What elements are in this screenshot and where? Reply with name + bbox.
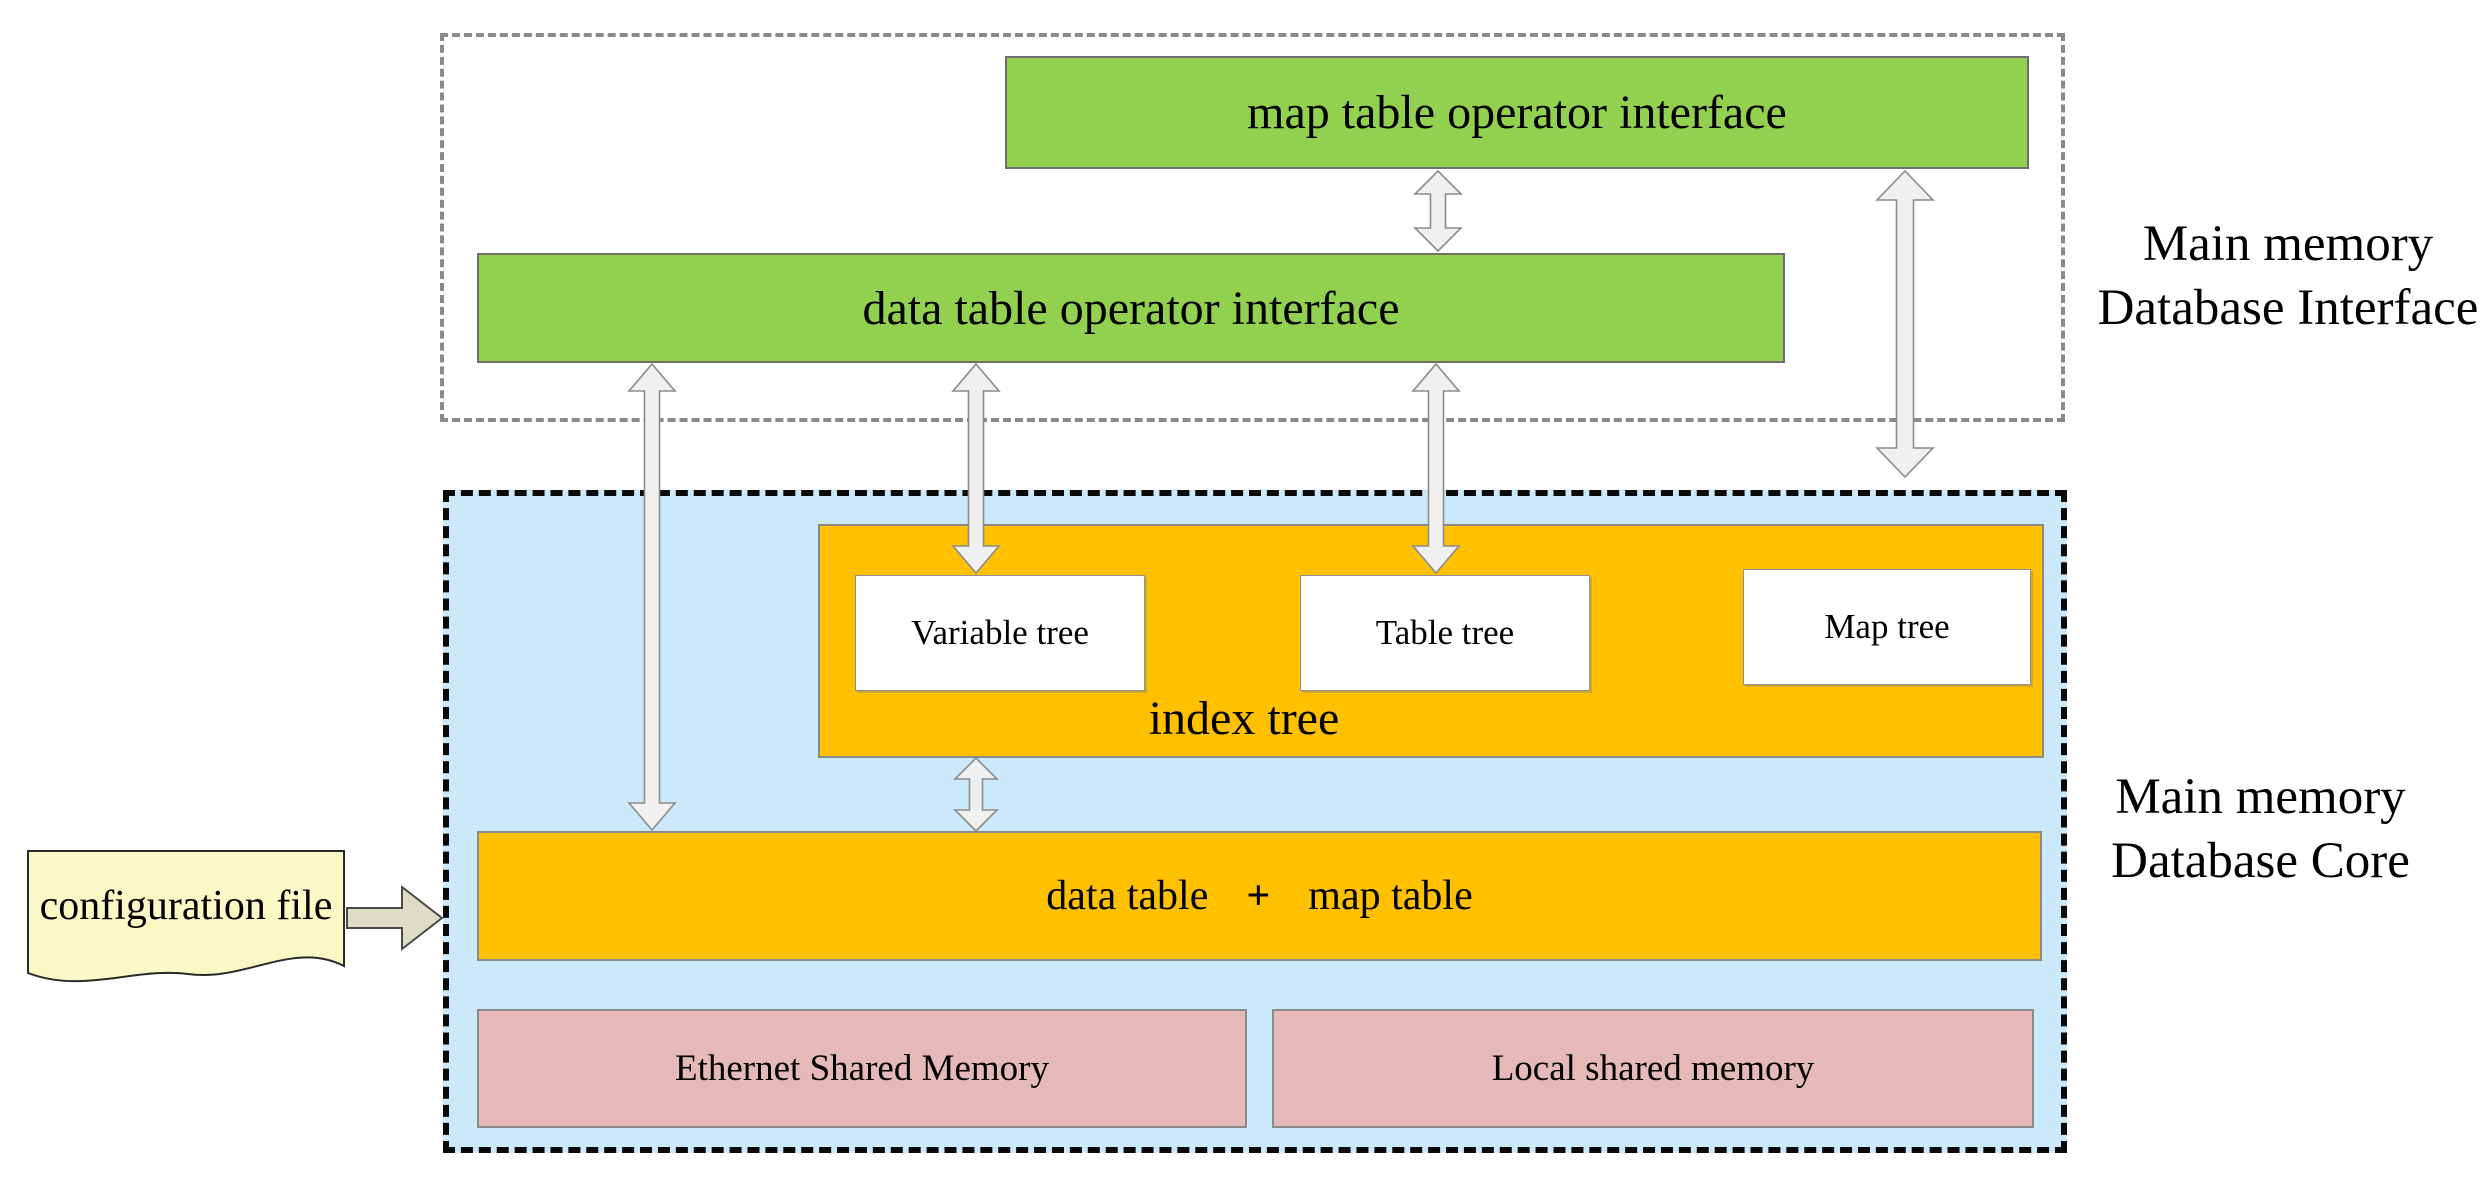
arrow-data-interface-to-data-table	[627, 362, 677, 832]
configuration-file-note: configuration file	[25, 848, 347, 998]
data-table-operator-interface-label: data table operator interface	[862, 281, 1400, 335]
map-table-operator-interface-box: map table operator interface	[1005, 56, 2029, 169]
interface-group-frame	[440, 33, 2065, 422]
data-map-table-box: data table + map table	[477, 831, 2042, 961]
interface-group-label-line1: Main memory	[2142, 216, 2434, 272]
arrow-map-interface-to-core	[1875, 169, 1935, 479]
document-shape	[27, 850, 345, 983]
configuration-file-label: configuration file	[39, 883, 333, 929]
ethernet-shared-memory-label: Ethernet Shared Memory	[675, 1048, 1049, 1089]
map-table-operator-interface-label: map table operator interface	[1247, 86, 1787, 139]
ethernet-shared-memory-box: Ethernet Shared Memory	[477, 1009, 1247, 1128]
local-shared-memory-box: Local shared memory	[1272, 1009, 2034, 1128]
variable-tree-box: Variable tree	[855, 575, 1145, 691]
interface-group-label-line2: Database Interface	[2097, 280, 2479, 336]
core-group-label-line2: Database Core	[2111, 833, 2410, 889]
local-shared-memory-label: Local shared memory	[1491, 1048, 1815, 1089]
interface-group-label: Main memory Database Interface	[2088, 212, 2488, 340]
index-tree-box: Variable tree Table tree Map tree index …	[818, 524, 2044, 758]
map-tree-label: Map tree	[1824, 607, 1950, 646]
arrow-data-interface-to-variable-tree	[951, 362, 1001, 575]
config-file-arrow	[346, 884, 444, 952]
data-table-label: data table	[1046, 873, 1209, 919]
variable-tree-label: Variable tree	[911, 613, 1089, 652]
data-table-operator-interface-box: data table operator interface	[477, 253, 1785, 363]
data-map-table-label: data table + map table	[479, 833, 2040, 959]
table-tree-box: Table tree	[1300, 575, 1590, 691]
map-table-label: map table	[1308, 873, 1473, 919]
arrow-data-interface-to-table-tree	[1411, 362, 1461, 575]
core-group-label: Main memory Database Core	[2088, 765, 2433, 893]
arrow-map-to-data-interface	[1413, 169, 1463, 253]
map-tree-box: Map tree	[1743, 569, 2031, 685]
index-tree-title: index tree	[1148, 692, 1340, 745]
table-tree-label: Table tree	[1375, 613, 1515, 652]
core-group-label-line1: Main memory	[2115, 769, 2406, 825]
plus-sign: +	[1246, 873, 1271, 919]
arrow-index-tree-to-data-table	[953, 756, 999, 833]
